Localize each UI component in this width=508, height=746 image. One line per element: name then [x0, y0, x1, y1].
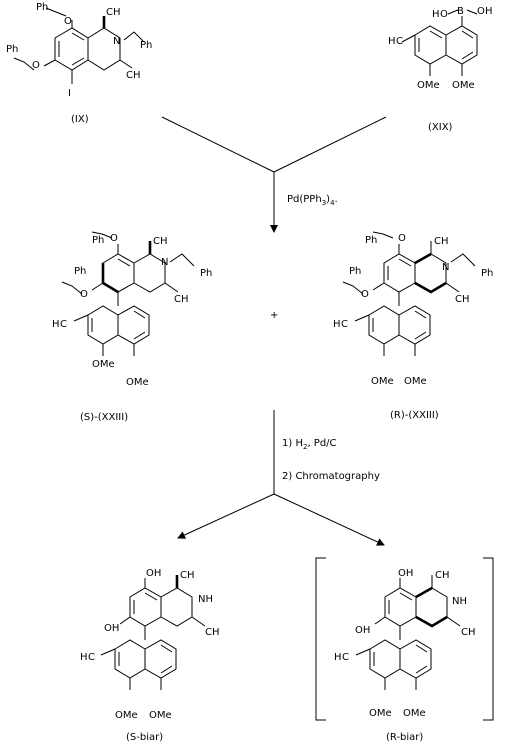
atom-ome: OMe — [452, 80, 475, 91]
atom-ch: CH — [126, 70, 141, 81]
atom-ph: Ph — [92, 235, 104, 246]
atom-o: O — [110, 233, 118, 244]
atom-h: H — [485, 6, 493, 17]
atom-c: C — [88, 652, 95, 663]
reagent-chromatography: 2) Chromatography — [282, 471, 380, 482]
atom-c: C — [60, 319, 67, 330]
atom-ome: OMe — [417, 80, 440, 91]
atom-o: O — [477, 6, 485, 17]
atom-ch: CH — [455, 294, 470, 305]
compound-r-biar-structure — [355, 575, 461, 690]
atom-ome: OMe — [403, 708, 426, 719]
atom-o: O — [361, 289, 369, 300]
atom-ome: OMe — [92, 359, 115, 370]
atom-h: H — [80, 652, 88, 663]
atom-ch: CH — [174, 294, 189, 305]
atom-h: H — [388, 36, 396, 47]
atom-oh: OH — [355, 625, 370, 636]
atom-ch: CH — [106, 7, 121, 18]
compound-label-r-biar: (R-biar) — [386, 732, 423, 743]
atom-c: C — [396, 36, 403, 47]
converging-arrow-1 — [161, 116, 387, 233]
atom-oh: OH — [104, 623, 119, 634]
atom-h: H — [432, 9, 440, 20]
atom-o: O — [64, 16, 72, 27]
r-biar-brackets — [315, 557, 494, 721]
diverging-arrow-2 — [177, 410, 385, 546]
plus-sign: + — [270, 310, 278, 321]
compound-r-xxiii-structure — [342, 231, 476, 356]
atom-ch: CH — [434, 236, 449, 247]
atom-ch: CH — [180, 570, 195, 581]
compound-label-ix: (IX) — [71, 114, 89, 125]
compound-label-xix: (XIX) — [428, 122, 453, 133]
atom-n: N — [113, 36, 120, 47]
atom-o: O — [80, 289, 88, 300]
atom-ch: CH — [435, 570, 450, 581]
atom-ph: Ph — [349, 266, 361, 277]
atom-ome: OMe — [126, 377, 149, 388]
atom-h: H — [334, 652, 342, 663]
atom-ph: Ph — [140, 40, 152, 51]
compound-label-s-xxiii: (S)-(XXIII) — [80, 412, 128, 423]
atom-ph: Ph — [74, 266, 86, 277]
compound-label-r-xxiii: (R)-(XXIII) — [390, 410, 439, 421]
atom-o: O — [440, 9, 448, 20]
atom-ph: Ph — [6, 44, 18, 55]
atom-ph: Ph — [365, 235, 377, 246]
atom-n: N — [161, 257, 168, 268]
atom-ome: OMe — [371, 376, 394, 387]
atom-ch: CH — [205, 627, 220, 638]
atom-o: O — [398, 233, 406, 244]
atom-ome: OMe — [404, 376, 427, 387]
atom-h: H — [333, 319, 341, 330]
atom-oh: OH — [146, 568, 161, 579]
compound-s-xxiii-structure — [61, 231, 195, 356]
atom-ph: Ph — [36, 2, 48, 13]
atom-n: N — [442, 262, 449, 273]
atom-ph: Ph — [481, 268, 493, 279]
compound-s-biar-structure — [100, 575, 206, 690]
compound-ix-structure — [13, 7, 145, 84]
atom-ome: OMe — [115, 710, 138, 721]
atom-i: I — [68, 88, 71, 99]
atom-ph: Ph — [200, 268, 212, 279]
atom-nh: NH — [452, 596, 467, 607]
atom-ome: OMe — [369, 708, 392, 719]
atom-nh: NH — [198, 594, 213, 605]
atom-b: B — [457, 6, 464, 17]
atom-oh: OH — [398, 568, 413, 579]
atom-c: C — [342, 652, 349, 663]
compound-xix-structure — [401, 9, 478, 76]
atom-c: C — [341, 319, 348, 330]
atom-o: O — [32, 60, 40, 71]
compound-label-s-biar: (S-biar) — [126, 732, 163, 743]
atom-ch: CH — [153, 236, 168, 247]
atom-ome: OMe — [149, 710, 172, 721]
atom-h: H — [52, 319, 60, 330]
reagent-hydrogenation: 1) H2, Pd/C — [282, 438, 337, 451]
reagent-pd-catalyst: Pd(PPh3)4. — [287, 194, 338, 207]
atom-ch: CH — [461, 627, 476, 638]
